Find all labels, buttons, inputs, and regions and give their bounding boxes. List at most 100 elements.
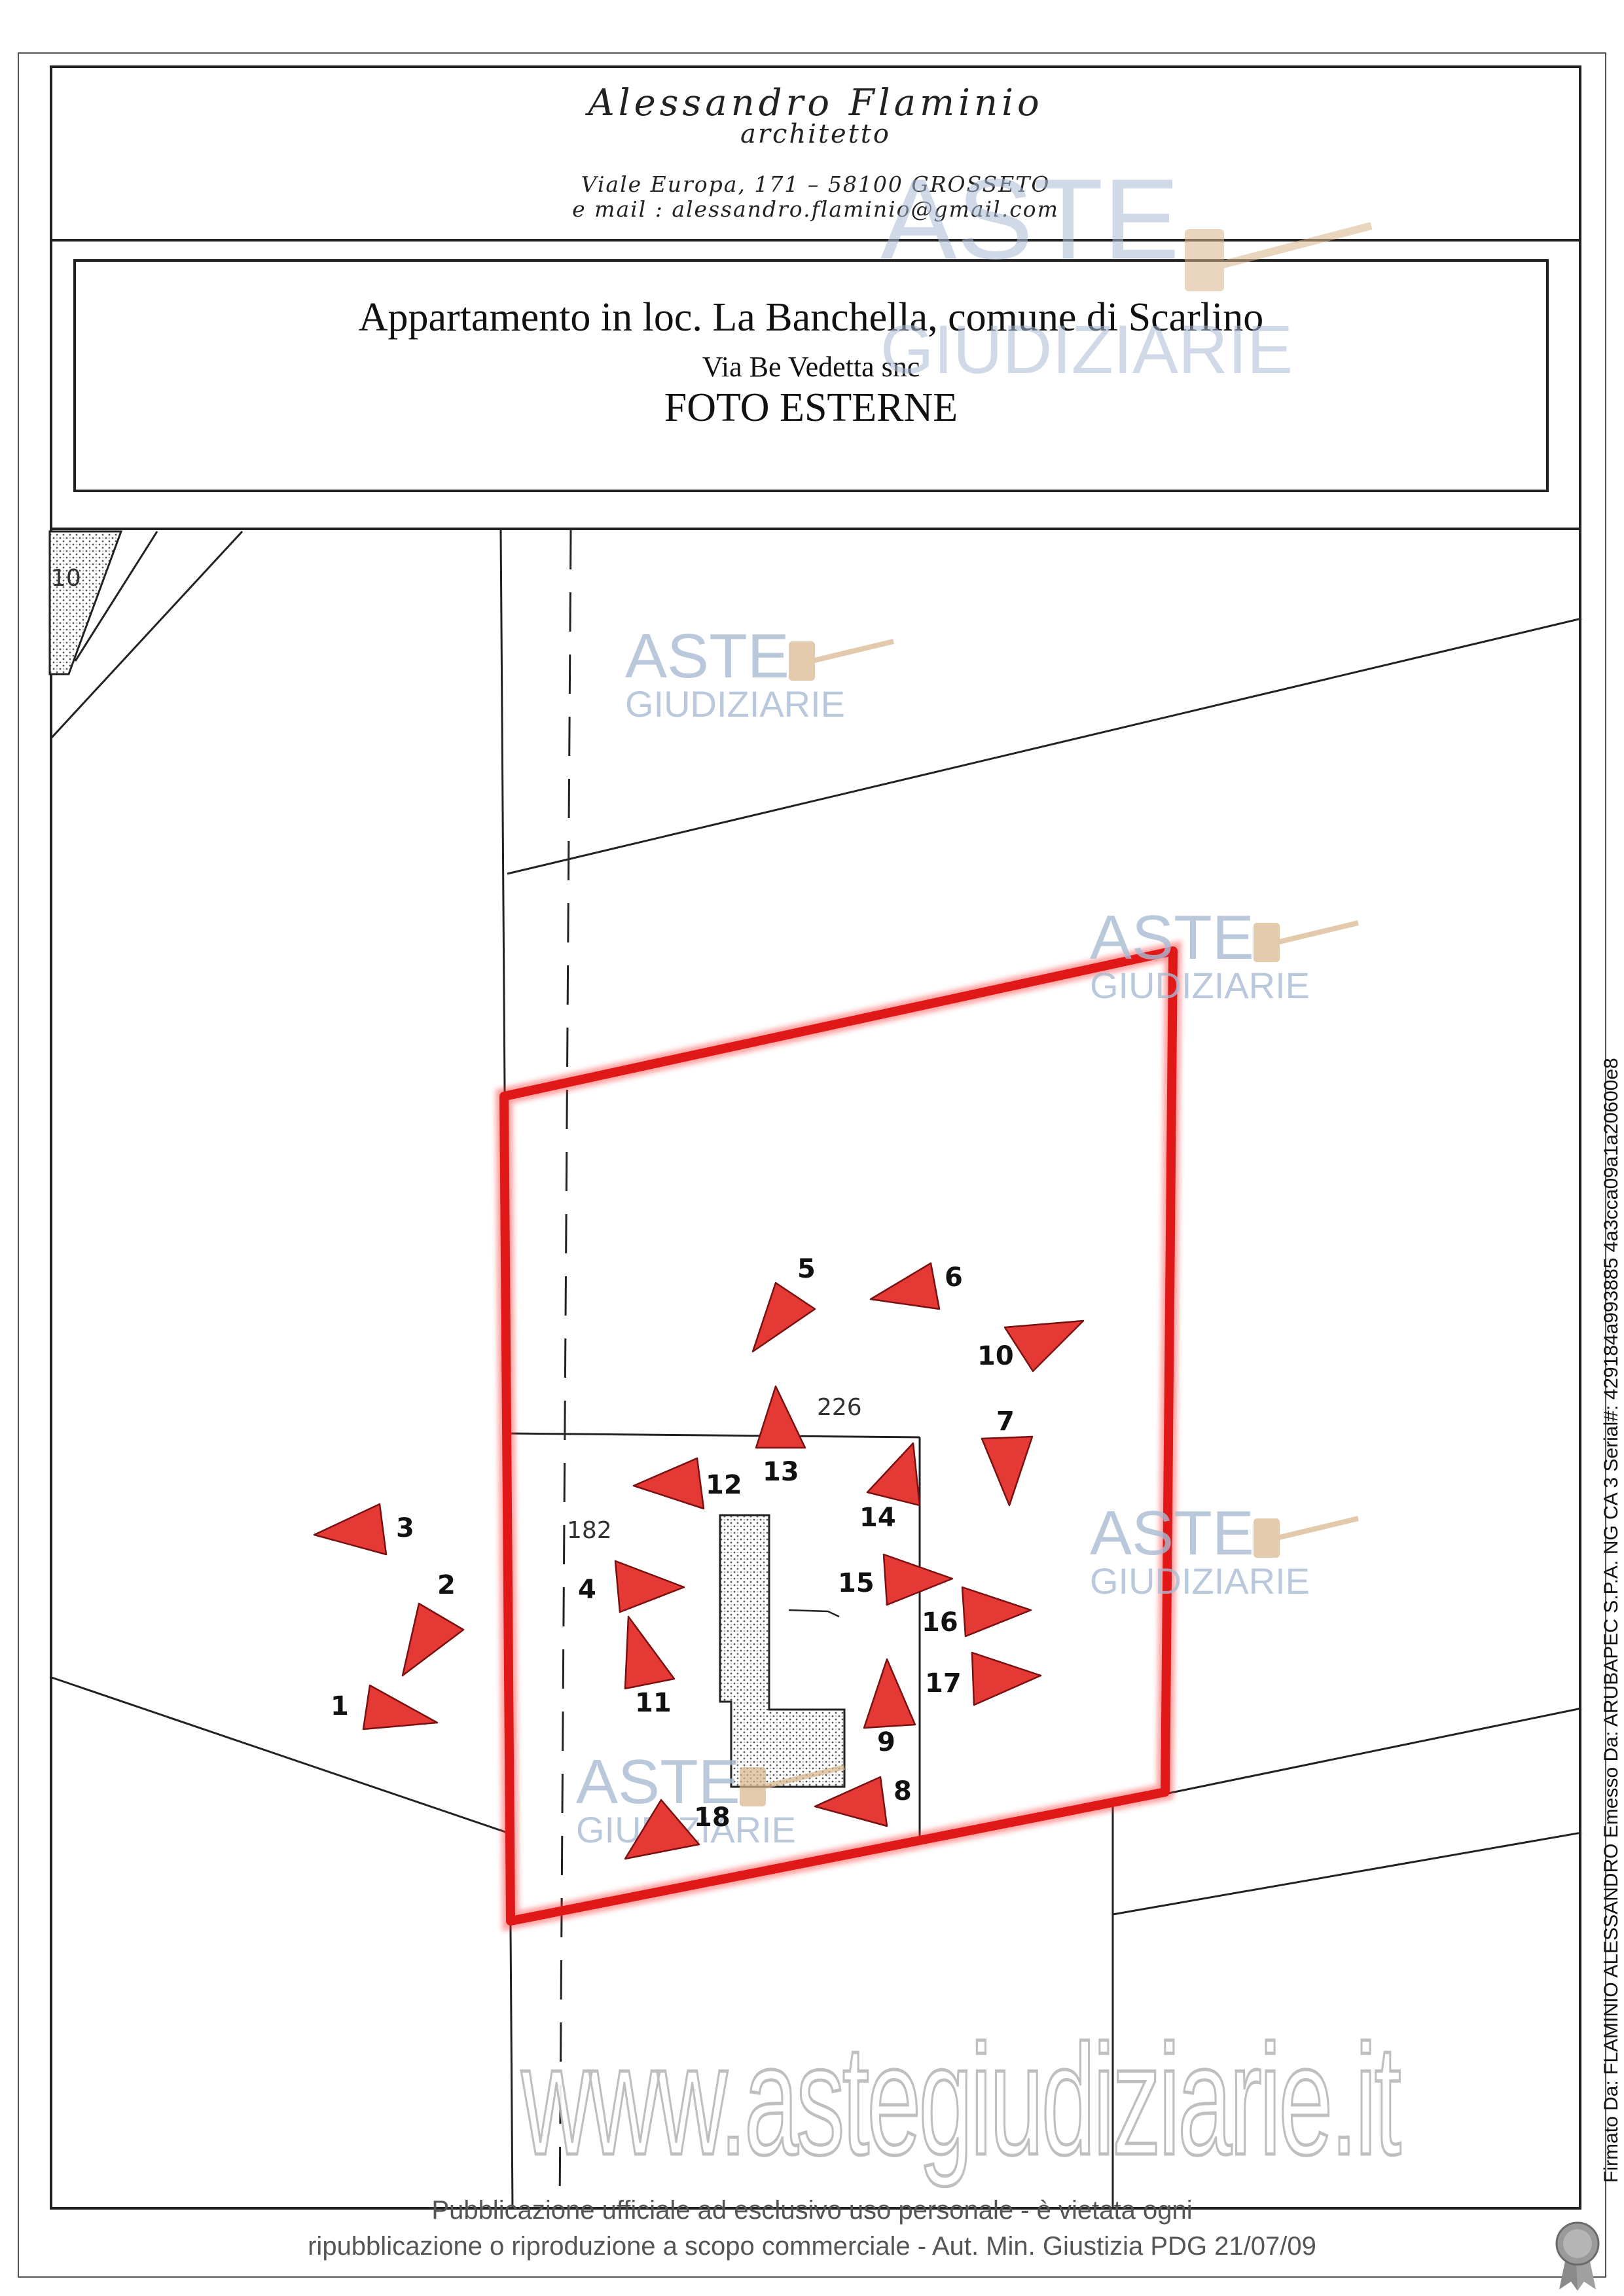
marker-label: 8 — [893, 1776, 912, 1806]
building-footprint — [719, 1514, 846, 1788]
aste-logo-1: ASTE GIUDIZIARIE — [625, 621, 894, 725]
marker-label: 18 — [694, 1803, 731, 1833]
marker-16[interactable]: 16 — [922, 1586, 1032, 1638]
marker-label: 16 — [922, 1607, 958, 1638]
digital-signature: Firmato Da: FLAMINIO ALESSANDRO Emesso D… — [1600, 1058, 1622, 2183]
property-boundary — [495, 940, 1182, 1931]
marker-1[interactable]: 1 — [331, 1684, 439, 1731]
corner-diagonal-line-b — [74, 531, 158, 662]
marker-triangle — [401, 1602, 465, 1677]
parcel-line-west — [49, 1676, 508, 1834]
marker-8[interactable]: 8 — [814, 1776, 912, 1827]
architect-address: Viale Europa, 171 – 58100 GROSSETO — [581, 171, 1051, 197]
stippled-corner-shape — [48, 530, 123, 675]
marker-triangle — [882, 1553, 954, 1606]
marker-triangle — [614, 1560, 685, 1613]
marker-label: 10 — [977, 1341, 1014, 1371]
lot-line-top — [503, 1432, 920, 1439]
marker-label: 17 — [925, 1668, 962, 1698]
title-box: Appartamento in loc. La Banchella, comun… — [73, 259, 1549, 492]
marker-label: 4 — [578, 1575, 596, 1605]
marker-15[interactable]: 15 — [838, 1553, 954, 1606]
marker-label: 3 — [396, 1513, 414, 1543]
corner-label: 10 — [51, 565, 81, 592]
document-title: Appartamento in loc. La Banchella, comun… — [358, 295, 1264, 340]
dashed-boundary-line — [558, 529, 572, 2210]
parcel-line-north — [507, 617, 1582, 875]
marker-18[interactable]: 18 — [624, 1799, 731, 1860]
marker-9[interactable]: 9 — [863, 1658, 916, 1757]
marker-5[interactable]: 5 — [751, 1254, 816, 1353]
marker-triangle — [624, 1615, 676, 1690]
marker-label: 13 — [763, 1457, 799, 1487]
marker-label: 14 — [859, 1503, 896, 1533]
marker-triangle — [863, 1658, 916, 1729]
aste-logo-subtext: GIUDIZIARIE — [1090, 965, 1310, 1006]
gavel-icon — [740, 1765, 845, 1806]
gavel-icon — [1254, 1516, 1359, 1558]
map-divider — [50, 528, 1581, 530]
corner-parcel: 10 — [48, 530, 244, 740]
marker-label: 12 — [706, 1470, 742, 1500]
marker-triangle — [751, 1282, 816, 1353]
marker-triangle — [624, 1799, 700, 1860]
aste-logo-text: ASTE — [880, 156, 1180, 283]
marker-triangle — [981, 1435, 1034, 1507]
marker-10[interactable]: 10 — [977, 1319, 1085, 1372]
header-divider — [50, 239, 1581, 242]
aste-logo-3: ASTE GIUDIZIARIE — [1090, 1498, 1359, 1602]
marker-triangle — [961, 1586, 1032, 1638]
outer-frame — [18, 52, 1606, 2278]
aste-logo-text: ASTE — [1090, 903, 1254, 973]
marker-label: 9 — [877, 1727, 895, 1757]
aste-logo-subtext: GIUDIZIARIE — [880, 312, 1293, 388]
marker-triangle — [866, 1442, 921, 1507]
marker-triangle — [814, 1776, 888, 1827]
document-kind: FOTO ESTERNE — [664, 386, 958, 430]
marker-triangle — [1003, 1319, 1085, 1372]
marker-triangle — [869, 1262, 941, 1310]
highlighted-boundary — [499, 946, 1178, 1926]
marker-label: 7 — [996, 1407, 1015, 1437]
marker-13[interactable]: 13 — [755, 1385, 806, 1487]
marker-label: 5 — [797, 1254, 816, 1284]
aste-logo-text: ASTE — [1090, 1498, 1254, 1568]
marker-6[interactable]: 6 — [869, 1262, 963, 1310]
footer-notice-line1: Pubblicazione ufficiale ad esclusivo uso… — [431, 2196, 1193, 2225]
architect-role: architetto — [740, 119, 891, 149]
marker-12[interactable]: 12 — [632, 1457, 742, 1510]
gavel-icon — [789, 639, 894, 681]
marker-3[interactable]: 3 — [313, 1503, 414, 1556]
marker-label: 2 — [437, 1570, 456, 1600]
parcel-number: 226 — [817, 1394, 862, 1421]
marker-7[interactable]: 7 — [981, 1407, 1034, 1507]
aste-logo-subtext: GIUDIZIARIE — [1090, 1560, 1310, 1602]
marker-label: 1 — [331, 1691, 349, 1721]
marker-14[interactable]: 14 — [859, 1442, 921, 1533]
ribbon-seal-icon — [1555, 2221, 1600, 2291]
marker-2[interactable]: 2 — [401, 1570, 465, 1677]
marker-4[interactable]: 4 — [578, 1560, 685, 1613]
marker-triangle — [362, 1684, 439, 1731]
site-watermark: www.astegiudiziarie.it — [520, 2011, 1402, 2189]
gavel-icon — [1254, 920, 1359, 962]
architect-name: Alessandro Flaminio — [588, 82, 1043, 124]
marker-triangle — [755, 1385, 806, 1449]
parcel-line-south-b — [1151, 1707, 1582, 1798]
inner-frame — [50, 65, 1581, 2210]
building-label: 182 — [567, 1517, 612, 1544]
corner-diagonal-line-a — [50, 530, 244, 740]
gavel-icon — [1185, 222, 1373, 291]
footer-notice-line2: ripubblicazione o riproduzione a scopo c… — [308, 2232, 1316, 2261]
marker-triangle — [971, 1651, 1042, 1706]
marker-label: 11 — [635, 1688, 672, 1718]
building-tick — [788, 1609, 840, 1618]
architect-email: e mail : alessandro.flaminio@gmail.com — [572, 196, 1059, 222]
marker-17[interactable]: 17 — [925, 1651, 1042, 1706]
marker-label: 15 — [838, 1568, 875, 1598]
aste-logo-subtext: GIUDIZIARIE — [625, 683, 845, 725]
aste-logo-2: ASTE GIUDIZIARIE — [1090, 903, 1359, 1006]
marker-11[interactable]: 11 — [624, 1615, 676, 1718]
